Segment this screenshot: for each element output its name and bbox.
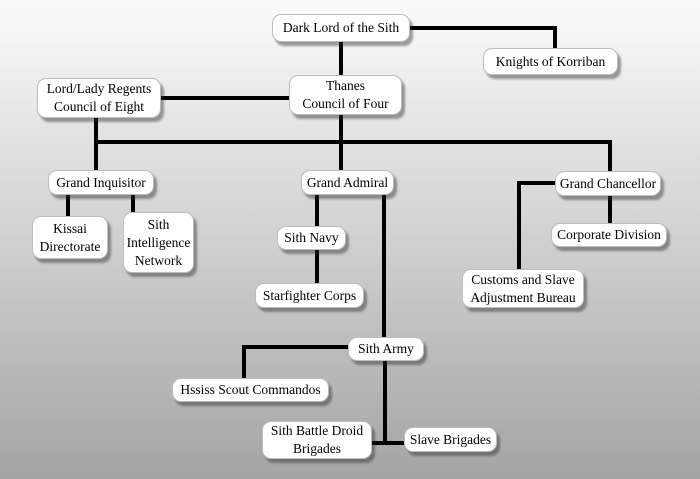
edge-inquisitor-to-intelligence: [131, 193, 135, 214]
edge-dark-lord-to-knights-v: [553, 26, 557, 50]
node-dark-lord-of-the-sith: Dark Lord of the Sith: [272, 14, 410, 42]
node-grand-inquisitor: Grand Inquisitor: [48, 170, 154, 195]
node-starfighter-corps: Starfighter Corps: [255, 283, 364, 308]
node-kissai-directorate: Kissai Directorate: [32, 216, 108, 259]
node-sith-intelligence-network: Sith Intelligence Network: [123, 212, 194, 273]
edge-thanes-to-admiral: [339, 113, 343, 173]
node-sith-navy: Sith Navy: [277, 226, 346, 250]
node-sith-army: Sith Army: [348, 337, 424, 361]
edge-chancellor-to-customs-h: [519, 181, 557, 185]
node-knights-of-korriban: Knights of Korriban: [483, 48, 618, 75]
edge-admiral-to-army: [382, 193, 386, 339]
edge-army-to-brigades-v: [383, 359, 387, 445]
edge-regents-to-thanes: [159, 96, 290, 100]
edge-dark-lord-to-knights-h: [410, 26, 557, 30]
node-grand-chancellor: Grand Chancellor: [555, 171, 661, 196]
node-hssiss-scout-commandos: Hssiss Scout Commandos: [172, 378, 329, 402]
node-lord-lady-regents-council-of-eight: Lord/Lady Regents Council of Eight: [37, 78, 161, 118]
node-sith-battle-droid-brigades: Sith Battle Droid Brigades: [262, 421, 372, 459]
edge-army-to-hssiss-h: [244, 345, 350, 349]
edge-inquisitor-to-kissai: [66, 193, 70, 218]
node-slave-brigades: Slave Brigades: [404, 427, 497, 452]
edge-dark-lord-to-thanes: [339, 40, 343, 77]
node-customs-and-slave-adjustment-bureau: Customs and Slave Adjustment Bureau: [462, 269, 584, 308]
edge-chancellor-to-customs-v: [517, 181, 521, 271]
edge-council-crossbar: [94, 140, 612, 144]
node-grand-admiral: Grand Admiral: [301, 170, 394, 195]
node-corporate-division: Corporate Division: [551, 223, 667, 247]
edge-army-to-hssiss-v: [242, 345, 246, 381]
edge-battledroid-to-slave-h: [368, 441, 407, 445]
node-thanes-council-of-four: Thanes Council of Four: [289, 75, 402, 115]
